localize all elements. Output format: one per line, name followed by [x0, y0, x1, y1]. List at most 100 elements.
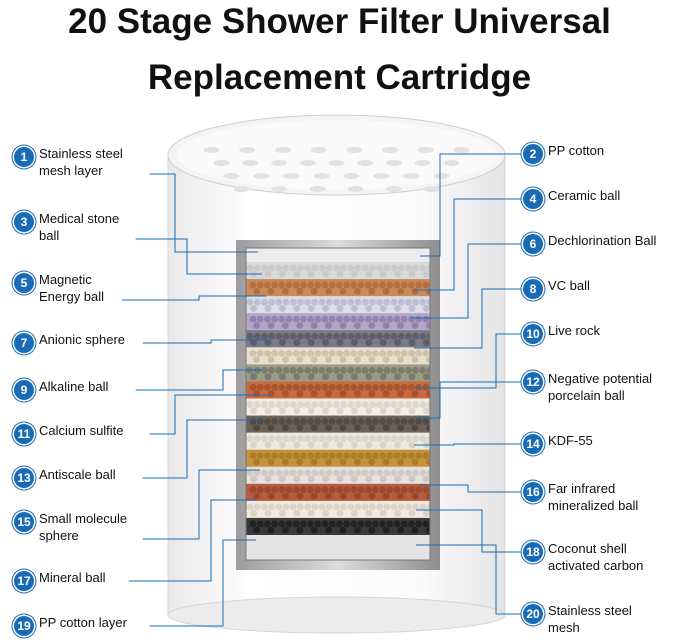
media-bead: [368, 287, 376, 295]
cap-hole: [253, 173, 270, 179]
product-title-line-2: Replacement Cartridge: [147, 58, 532, 97]
media-bead: [307, 486, 314, 494]
media-bead: [271, 486, 278, 494]
media-bead: [372, 384, 379, 391]
media-bead: [376, 401, 383, 408]
media-bead: [401, 339, 409, 346]
media-bead: [246, 332, 254, 340]
media-bead: [303, 492, 311, 500]
media-bead: [321, 486, 329, 494]
media-bead: [325, 287, 332, 295]
media-bead: [423, 270, 430, 278]
media-bead: [343, 339, 351, 346]
media-bead: [405, 401, 412, 408]
media-bead: [279, 441, 286, 449]
media-bead: [415, 305, 423, 312]
media-bead: [354, 401, 362, 408]
media-bead: [369, 469, 376, 477]
media-bead: [336, 384, 343, 391]
step-number-badge: 13: [14, 468, 34, 488]
media-bead: [271, 441, 279, 449]
media-bead: [369, 264, 376, 272]
media-bead: [289, 401, 297, 408]
media-bead: [401, 407, 409, 415]
media-bead: [289, 390, 296, 398]
media-bead: [408, 315, 415, 323]
media-bead: [394, 339, 401, 346]
media-bead: [386, 418, 394, 425]
media-bead: [408, 475, 416, 483]
leader-line: [149, 173, 258, 253]
media-bead: [286, 475, 293, 483]
media-bead: [354, 322, 361, 329]
media-bead: [346, 322, 354, 329]
media-bead: [311, 264, 319, 272]
layer-label: Stainless steel mesh: [548, 603, 632, 635]
media-bead: [364, 418, 372, 425]
step-number-badge: 8: [523, 279, 543, 299]
media-bead: [336, 270, 344, 278]
media-bead: [426, 492, 430, 500]
media-bead: [415, 270, 423, 278]
leader-line: [121, 295, 266, 301]
media-bead: [400, 315, 408, 323]
media-bead: [347, 366, 355, 374]
media-bead: [293, 475, 301, 483]
media-bead: [256, 520, 264, 528]
media-bead: [376, 503, 383, 511]
cap-hole: [403, 173, 420, 179]
media-bead: [289, 298, 297, 306]
media-bead: [267, 492, 275, 500]
media-bead: [307, 407, 315, 415]
media-bead: [289, 322, 296, 329]
media-bead: [364, 520, 372, 528]
media-bead: [419, 264, 427, 272]
media-bead: [364, 349, 372, 357]
media-bead: [303, 526, 311, 534]
media-bead: [351, 339, 358, 346]
media-bead: [382, 322, 390, 329]
media-bead: [297, 366, 304, 374]
media-bead: [246, 401, 254, 408]
media-bead: [350, 349, 358, 357]
media-bead: [336, 349, 343, 357]
layer-label: Small molecule sphere: [39, 511, 128, 543]
media-bead: [422, 452, 430, 460]
media-bead: [336, 520, 343, 528]
media-bead: [390, 390, 397, 398]
media-bead: [339, 390, 347, 398]
media-bead: [375, 492, 383, 500]
media-bead: [343, 509, 351, 517]
media-bead: [310, 356, 318, 363]
media-bead: [318, 424, 325, 432]
media-bead: [422, 315, 430, 323]
media-bead: [268, 503, 275, 511]
media-bead: [365, 305, 373, 312]
media-bead: [318, 356, 325, 363]
media-bead: [296, 526, 304, 534]
media-bead: [307, 475, 315, 483]
media-bead: [376, 332, 383, 340]
cartridge-body: [167, 114, 506, 634]
media-bead: [365, 509, 373, 517]
media-bead: [415, 418, 422, 425]
media-bead: [325, 458, 332, 466]
media-bead: [415, 349, 422, 357]
media-bead: [383, 401, 391, 408]
media-bead: [412, 298, 419, 306]
media-bead: [369, 435, 376, 442]
media-bead: [249, 349, 257, 357]
step-number-badge: 19: [14, 616, 34, 636]
media-bead: [257, 441, 265, 449]
media-bead: [325, 435, 333, 442]
leader-line: [135, 238, 262, 275]
media-bead: [289, 287, 296, 295]
media-bead: [343, 452, 350, 460]
media-bead: [375, 287, 383, 295]
media-bead: [325, 356, 332, 363]
media-bead: [315, 407, 322, 415]
media-bead: [311, 298, 319, 306]
media-bead: [278, 315, 286, 323]
media-bead: [249, 452, 257, 460]
